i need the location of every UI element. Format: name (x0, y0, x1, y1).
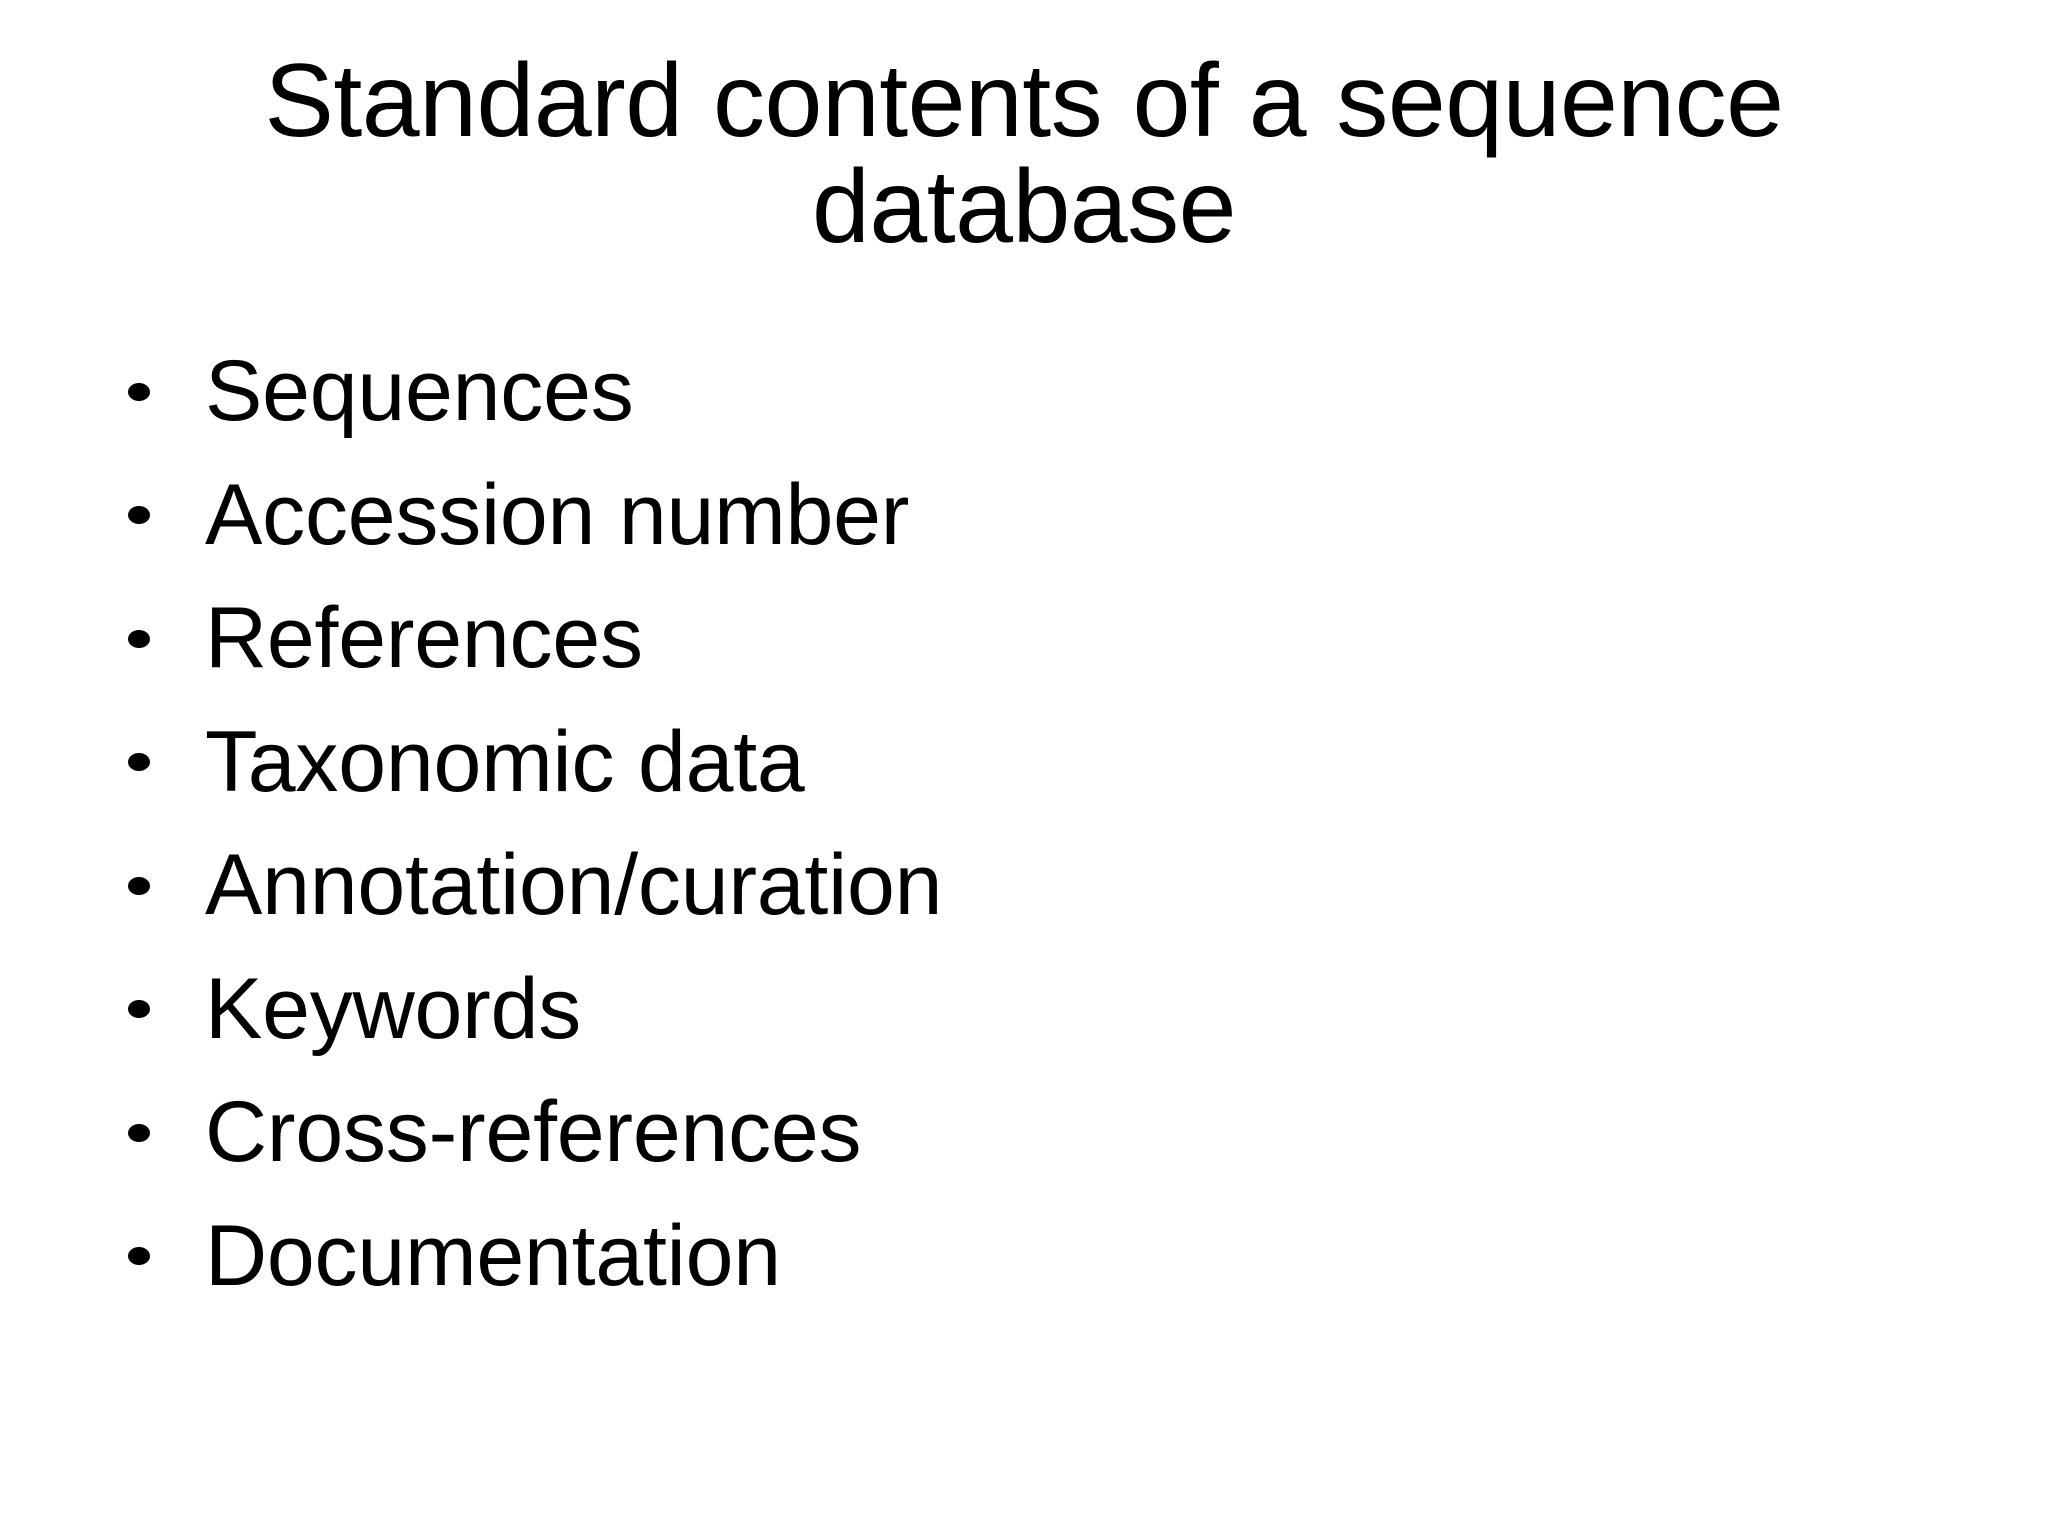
slide-title-block: Standard contents of a sequence database (150, 48, 1898, 260)
list-item-label: Accession number (205, 466, 910, 563)
bullet-dot-icon (128, 506, 150, 525)
list-item-label: Sequences (205, 343, 634, 439)
list-item: Cross-references (110, 1071, 1970, 1195)
list-item: References (110, 577, 1970, 701)
list-item-label: Documentation (205, 1207, 781, 1304)
list-item-label: References (205, 590, 643, 686)
list-item-label: Taxonomic data (205, 713, 805, 810)
bullet-dot-icon (128, 876, 150, 895)
page-title: Standard contents of a sequence database (264, 43, 1784, 266)
list-item: Taxonomic data (110, 701, 1970, 825)
list-item-label: Annotation/curation (205, 837, 943, 933)
list-item: Accession number (110, 454, 1970, 578)
bullet-dot-icon (128, 629, 150, 648)
list-item-label: Cross-references (205, 1084, 862, 1180)
bullet-dot-icon (128, 1247, 150, 1266)
bullet-dot-icon (128, 382, 150, 401)
list-item-label: Keywords (205, 960, 581, 1057)
bullet-dot-icon (128, 1123, 150, 1142)
slide-body-block: Sequences Accession number References Ta… (110, 330, 1970, 1318)
list-item: Keywords (110, 948, 1970, 1072)
bullet-dot-icon (128, 753, 150, 772)
bullet-list: Sequences Accession number References Ta… (110, 330, 1970, 1318)
list-item: Annotation/curation (110, 824, 1970, 948)
bullet-dot-icon (128, 1000, 150, 1019)
list-item: Sequences (110, 330, 1970, 454)
list-item: Documentation (110, 1195, 1970, 1319)
